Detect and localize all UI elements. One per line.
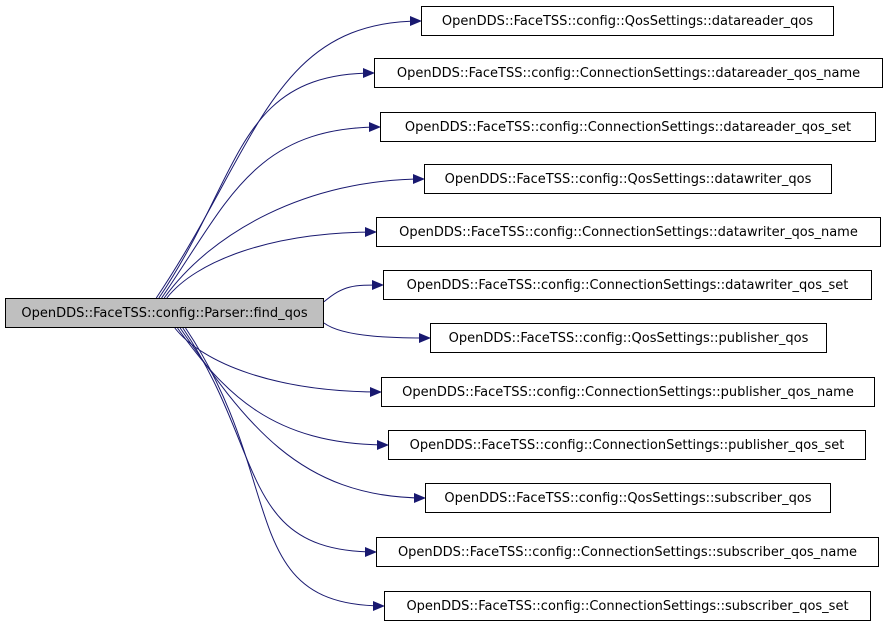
node-label: OpenDDS::FaceTSS::config::QosSettings::p… <box>448 331 809 346</box>
node-publisher-qos-name[interactable]: OpenDDS::FaceTSS::config::ConnectionSett… <box>381 377 875 407</box>
node-label: OpenDDS::FaceTSS::config::QosSettings::s… <box>444 491 812 506</box>
node-label: OpenDDS::FaceTSS::config::QosSettings::d… <box>441 14 814 29</box>
node-label: OpenDDS::FaceTSS::config::QosSettings::d… <box>444 172 812 187</box>
node-label: OpenDDS::FaceTSS::config::ConnectionSett… <box>399 225 858 240</box>
node-label: OpenDDS::FaceTSS::config::ConnectionSett… <box>406 278 849 293</box>
call-edge <box>155 16 422 299</box>
call-edge <box>323 280 384 303</box>
call-edge <box>179 327 426 503</box>
node-subscriber-qos-name[interactable]: OpenDDS::FaceTSS::config::ConnectionSett… <box>376 537 879 567</box>
node-root-find-qos[interactable]: OpenDDS::FaceTSS::config::Parser::find_q… <box>5 298 324 328</box>
call-edge <box>163 174 425 299</box>
call-edge <box>182 327 377 557</box>
call-edge <box>177 327 389 450</box>
node-datawriter-qos[interactable]: OpenDDS::FaceTSS::config::QosSettings::d… <box>424 164 832 194</box>
node-subscriber-qos[interactable]: OpenDDS::FaceTSS::config::QosSettings::s… <box>425 483 831 513</box>
node-datareader-qos-set[interactable]: OpenDDS::FaceTSS::config::ConnectionSett… <box>380 112 876 142</box>
node-label: OpenDDS::FaceTSS::config::ConnectionSett… <box>397 545 858 560</box>
call-edge <box>166 227 377 299</box>
node-label: OpenDDS::FaceTSS::config::ConnectionSett… <box>402 385 854 400</box>
node-label: OpenDDS::FaceTSS::config::ConnectionSett… <box>404 120 852 135</box>
node-datawriter-qos-set[interactable]: OpenDDS::FaceTSS::config::ConnectionSett… <box>383 270 872 300</box>
node-label: OpenDDS::FaceTSS::config::ConnectionSett… <box>396 66 861 81</box>
node-datareader-qos-name[interactable]: OpenDDS::FaceTSS::config::ConnectionSett… <box>374 58 883 88</box>
node-datareader-qos[interactable]: OpenDDS::FaceTSS::config::QosSettings::d… <box>421 6 834 36</box>
call-edge <box>185 327 385 611</box>
node-datawriter-qos-name[interactable]: OpenDDS::FaceTSS::config::ConnectionSett… <box>376 217 881 247</box>
node-label: OpenDDS::FaceTSS::config::ConnectionSett… <box>409 438 845 453</box>
call-edge <box>323 322 431 343</box>
node-subscriber-qos-set[interactable]: OpenDDS::FaceTSS::config::ConnectionSett… <box>384 591 871 621</box>
call-edge <box>174 327 382 397</box>
node-publisher-qos[interactable]: OpenDDS::FaceTSS::config::QosSettings::p… <box>430 323 827 353</box>
call-edge <box>158 68 375 299</box>
node-label: OpenDDS::FaceTSS::config::ConnectionSett… <box>406 599 849 614</box>
node-publisher-qos-set[interactable]: OpenDDS::FaceTSS::config::ConnectionSett… <box>388 430 866 460</box>
call-edge <box>161 122 381 299</box>
node-label: OpenDDS::FaceTSS::config::Parser::find_q… <box>21 306 308 321</box>
